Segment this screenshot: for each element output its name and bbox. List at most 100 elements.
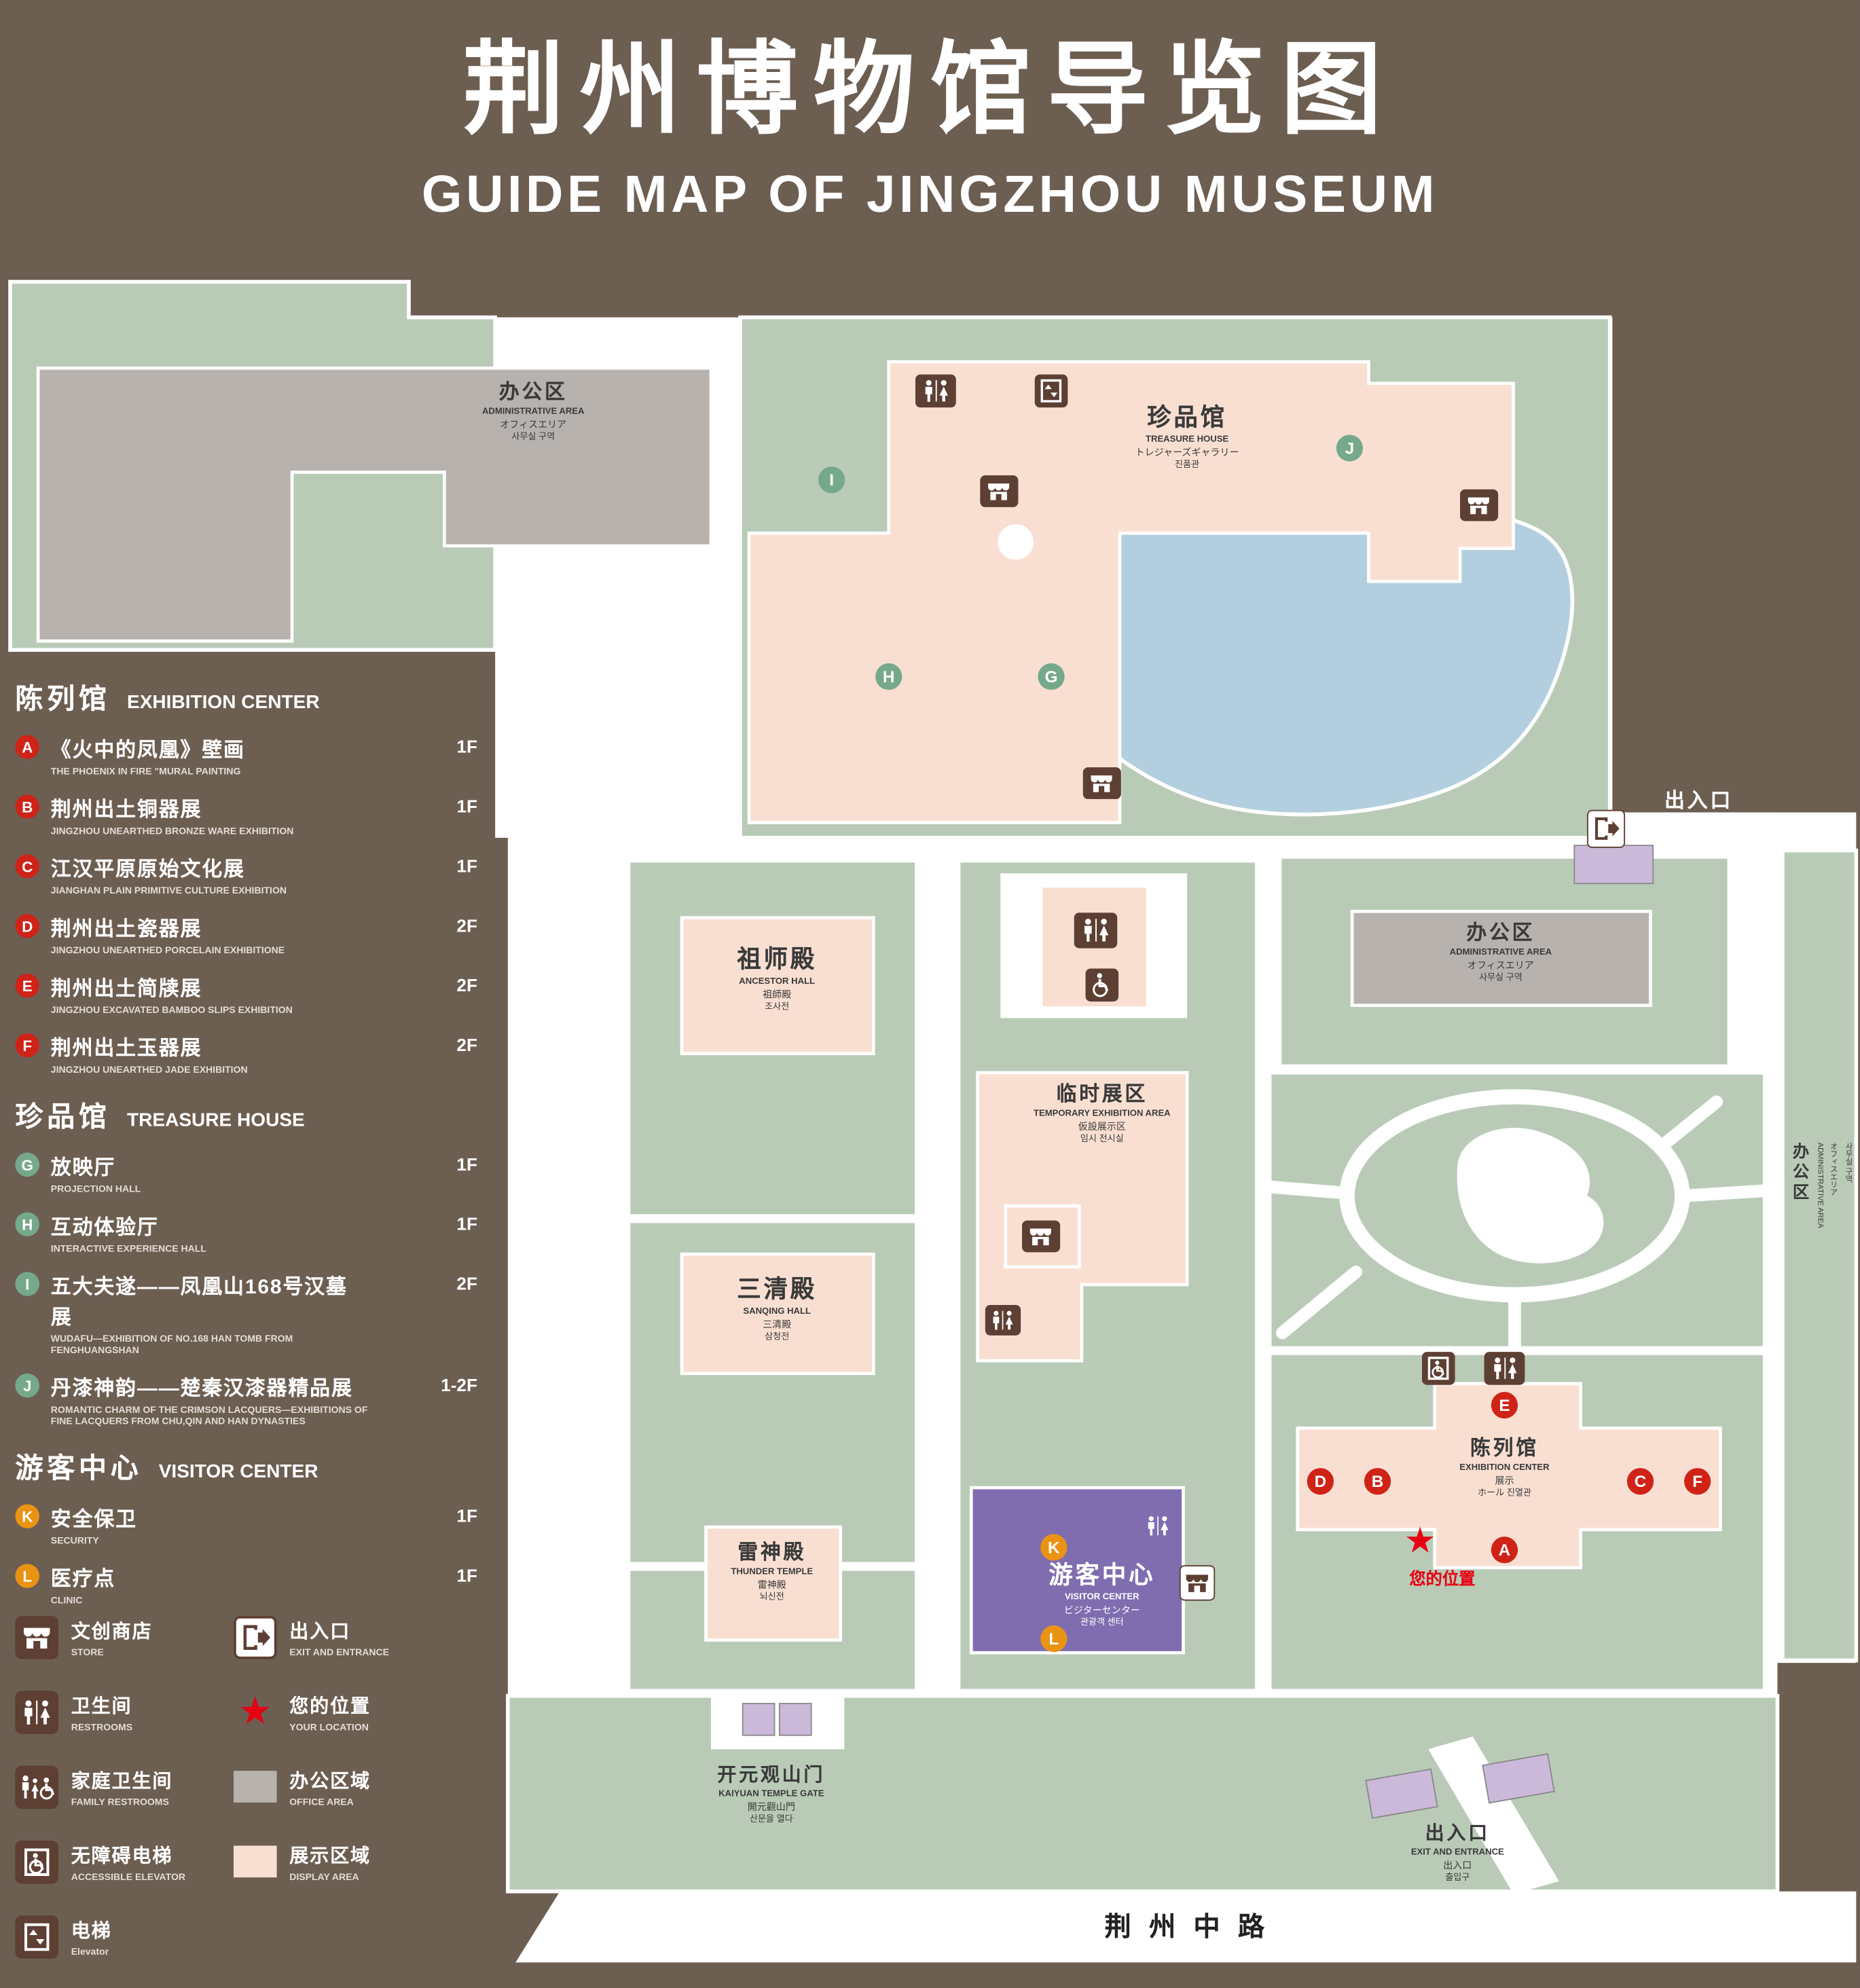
your-location-icon: ★ <box>238 1690 272 1733</box>
legend-heading-treasure: 珍品馆 TREASURE HOUSE <box>15 1094 477 1135</box>
label-visitor-center-ja: ビジターセンター <box>1063 1604 1140 1616</box>
label-visitor-center-en: VISITOR CENTER <box>1065 1592 1139 1602</box>
label-admin-column: 办公区 ADMINISTRATIVE AREA オフィスエリア 사무실 구역 <box>1785 1143 1857 1410</box>
legend-heading-en: VISITOR CENTER <box>158 1460 318 1483</box>
legend-display-area: 展示区域 DISPLAY AREA <box>234 1824 498 1899</box>
label-admin-column-en: ADMINISTRATIVE AREA <box>1815 1142 1823 1228</box>
south-exit-corridor <box>1428 1736 1559 1894</box>
building-visitor-center <box>969 1486 1185 1655</box>
building-exhibition-center <box>1296 1382 1722 1570</box>
legend-item-text: 荆州出土瓷器展 JINGZHOU UNEARTHED PORCELAIN EXH… <box>51 911 285 956</box>
label-thunder-temple-zh: 雷神殿 <box>737 1542 807 1564</box>
label-admin-right-en: ADMINISTRATIVE AREA <box>1449 948 1552 957</box>
label-admin-top-left: 办公区 ADMINISTRATIVE AREA オフィスエリア 사무실 구역 <box>419 381 648 443</box>
legend-item-text: 丹漆神韵——楚秦汉漆器精品展 ROMANTIC CHARM OF THE CRI… <box>51 1371 368 1426</box>
your-location-label: 您的位置 <box>1409 1568 1476 1588</box>
legend-item-floor: 1F <box>456 1154 477 1175</box>
label-ancestor-hall-ja: 祖師殿 <box>763 988 792 1000</box>
legend-office-area-zh: 办公区域 <box>289 1770 371 1792</box>
label-gate-ja: 開元觀山門 <box>747 1801 795 1812</box>
legend-accessible-elevator-zh: 无障碍电梯 <box>71 1845 173 1867</box>
legend-exit: 出入口 EXIT AND ENTRANCE <box>234 1600 498 1674</box>
legend-item-en: THE PHOENIX IN FIRE "MURAL PAINTING <box>50 765 241 777</box>
label-treasure-house-ko: 진품관 <box>1174 460 1200 470</box>
legend-item-text: 医疗点 CLINIC <box>51 1562 115 1606</box>
label-admin-right: 办公区 ADMINISTRATIVE AREA オフィスエリア 사무실 구역 <box>1387 921 1616 984</box>
display-area-swatch <box>234 1845 277 1878</box>
label-gate: 开元观山门 KAIYUAN TEMPLE GATE 開元觀山門 산문을 열다 <box>673 1765 870 1826</box>
legend-store-en: STORE <box>71 1645 104 1657</box>
marker-D: D <box>15 914 39 938</box>
page-subtitle: GUIDE MAP OF JINGZHOU MUSEUM <box>421 165 1439 224</box>
legend-heading-zh: 珍品馆 <box>15 1100 111 1133</box>
legend-item-text: 安全保卫 SECURITY <box>51 1502 137 1546</box>
label-exit-bottom-ko: 출입구 <box>1445 1873 1470 1883</box>
label-treasure-house-zh: 珍品馆 <box>1147 405 1227 432</box>
legend-store-text: 文创商店 STORE <box>71 1617 153 1657</box>
legend-item-text: 放映厅 PROJECTION HALL <box>51 1150 141 1194</box>
restroom-icon <box>985 1304 1021 1336</box>
label-admin-right-zh: 办公区 <box>1466 923 1535 944</box>
label-admin-column-ja: オフィスエリア <box>1828 1142 1836 1196</box>
south-exit-pad-left <box>1365 1768 1438 1819</box>
legend-item-A: A 《火中的凤凰》壁画 THE PHOENIX IN FIRE "MURAL P… <box>15 733 477 777</box>
label-thunder-temple: 雷神殿 THUNDER TEMPLE 雷神殿 뇌신전 <box>683 1541 861 1604</box>
legend-display-area-zh: 展示区域 <box>289 1845 371 1867</box>
legend-item-en: JIANGHAN PLAIN PRIMITIVE CULTURE EXHIBIT… <box>50 885 287 896</box>
marker-H: H <box>15 1212 39 1236</box>
restroom-icon <box>1143 1513 1173 1539</box>
legend-item-zh: 《火中的凤凰》壁画 <box>50 739 245 762</box>
map-marker-C: C <box>1626 1468 1654 1495</box>
legend-item-text: 互动体验厅 INTERACTIVE EXPERIENCE HALL <box>51 1210 206 1254</box>
legend-item-text: 荆州出土玉器展 JINGZHOU UNEARTHED JADE EXHIBITI… <box>51 1031 248 1075</box>
legend-item-C: C 江汉平原原始文化展 JIANGHAN PLAIN PRIMITIVE CUL… <box>15 852 477 896</box>
label-thunder-temple-ko: 뇌신전 <box>759 1593 784 1602</box>
garden-paths <box>1263 1089 1772 1355</box>
legend-item-floor: 1-2F <box>441 1374 477 1395</box>
label-admin-right-ko: 사무실 구역 <box>1478 973 1522 982</box>
label-exhibition-center-ko: ホール 진열관 <box>1477 1488 1531 1498</box>
page-title: 荆州博物馆导览图 <box>462 33 1398 147</box>
legend-item-text: 《火中的凤凰》壁画 THE PHOENIX IN FIRE "MURAL PAI… <box>51 733 245 777</box>
map-marker-K: K <box>1040 1534 1068 1561</box>
label-exit-bottom-ja: 出入口 <box>1443 1859 1472 1871</box>
legend-item-en: JINGZHOU UNEARTHED JADE EXHIBITION <box>50 1063 248 1075</box>
building-admin-top-left <box>36 366 713 643</box>
label-treasure-house-ja: トレジャーズギャラリー <box>1135 446 1239 458</box>
legend-item-text: 荆州出土简牍展 JINGZHOU EXCAVATED BAMBOO SLIPS … <box>51 971 293 1015</box>
marker-L: L <box>15 1564 39 1588</box>
legend-location-zh: 您的位置 <box>289 1695 371 1717</box>
legend-item-zh: 荆州出土简牍展 <box>50 978 202 1001</box>
legend-store-zh: 文创商店 <box>71 1620 153 1642</box>
building-ancestor-hall <box>680 916 875 1056</box>
area-admin-column <box>1781 848 1859 1663</box>
label-sanqing-hall-en: SANQING HALL <box>743 1307 812 1317</box>
label-exhibition-center: 陈列馆 EXHIBITION CENTER 展示 ホール 진열관 <box>1409 1437 1599 1499</box>
store-icon <box>1082 767 1121 799</box>
legend-item-zh: 江汉平原原始文化展 <box>50 859 245 881</box>
legend-elevator: 电梯 Elevator <box>15 1899 234 1974</box>
legend-item-floor: 2F <box>456 1034 477 1055</box>
legend-item-zh: 五大夫遂——凤凰山168号汉墓展 <box>50 1276 348 1329</box>
building-sanqing-hall <box>680 1252 875 1376</box>
legend-restroom: 卫生间 RESTROOMS <box>15 1674 234 1749</box>
label-sanqing-hall: 三清殿 SANQING HALL 三清殿 삼청전 <box>669 1276 885 1343</box>
label-exit-top-ja: 出入口 <box>1684 827 1713 839</box>
legend-section-treasure: 珍品馆 TREASURE HOUSE G 放映厅 PROJECTION HALL… <box>15 1094 477 1426</box>
label-admin-top-left-en: ADMINISTRATIVE AREA <box>481 407 585 417</box>
label-sanqing-hall-zh: 三清殿 <box>737 1276 818 1304</box>
legend-section-visitor: 游客中心 VISITOR CENTER K 安全保卫 SECURITY 1F L… <box>15 1446 477 1606</box>
legend-item-G: G 放映厅 PROJECTION HALL 1F <box>15 1150 477 1194</box>
legend-item-floor: 1F <box>456 1505 477 1526</box>
label-exit-bottom-zh: 出入口 <box>1425 1822 1490 1845</box>
legend-display-area-text: 展示区域 DISPLAY AREA <box>289 1841 371 1881</box>
legend-restroom-zh: 卫生间 <box>71 1695 132 1717</box>
label-exhibition-center-en: EXHIBITION CENTER <box>1459 1463 1550 1473</box>
marker-K: K <box>15 1504 39 1528</box>
legend-item-en: PROJECTION HALL <box>50 1183 141 1195</box>
building-temp-store <box>1004 1204 1081 1269</box>
label-temporary-exhibition: 临时展区 TEMPORARY EXHIBITION AREA 仮設展示区 임시 … <box>994 1083 1210 1145</box>
legend-item-en: WUDAFU—EXHIBITION OF NO.168 HAN TOMB FRO… <box>50 1333 293 1356</box>
label-admin-right-ja: オフィスエリア <box>1467 959 1534 971</box>
